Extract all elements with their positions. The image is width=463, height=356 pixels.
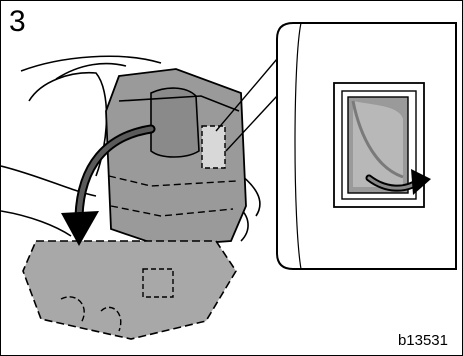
figure-code: b13531 bbox=[398, 333, 448, 348]
folded-seatback-outline bbox=[23, 241, 236, 339]
seatback bbox=[106, 69, 246, 246]
zoom-callout bbox=[277, 23, 456, 269]
step-number: 3 bbox=[9, 7, 26, 37]
